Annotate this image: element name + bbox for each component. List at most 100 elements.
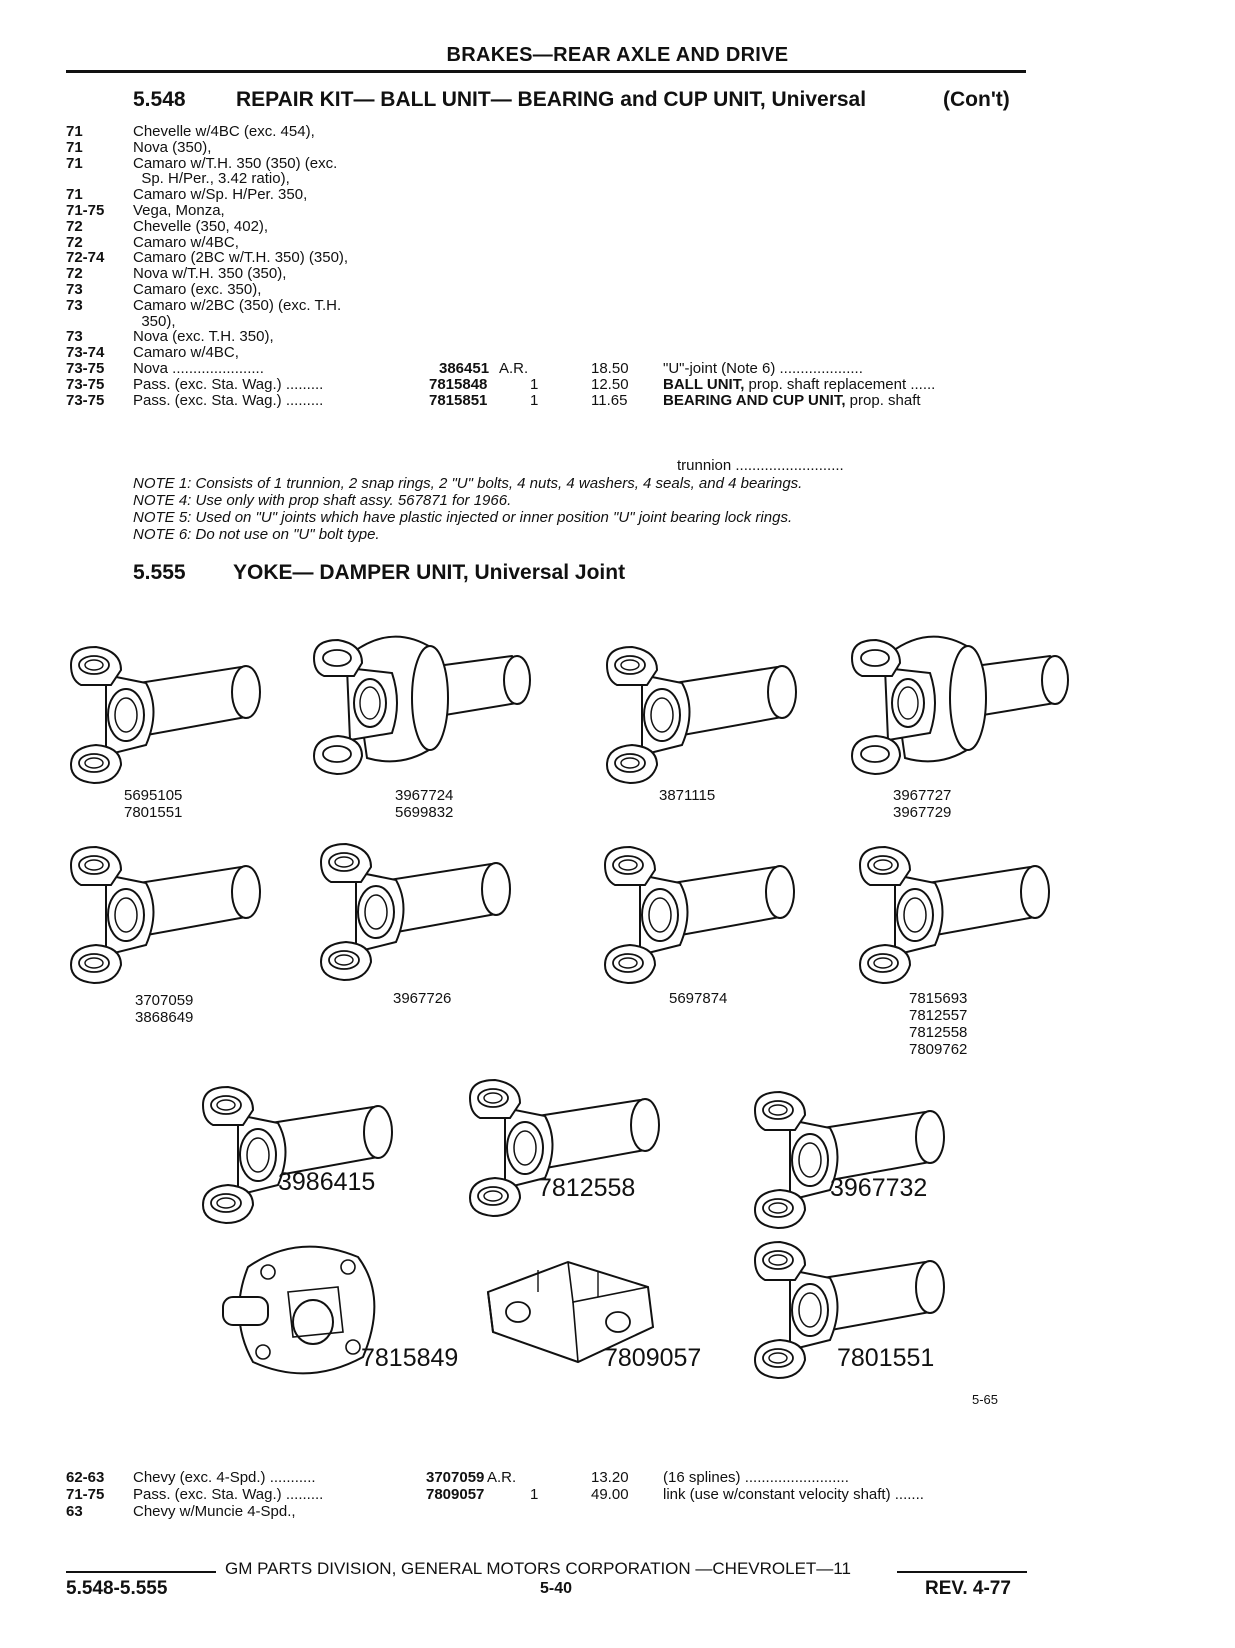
model-year: 73-75 — [66, 360, 105, 377]
yoke-5695105-drawing — [70, 646, 261, 784]
item-description: (16 splines) ......................... — [663, 1469, 849, 1486]
application-desc: Chevelle w/4BC (exc. 454), — [133, 123, 315, 140]
label-7815693: 7815693 7812557 7812558 7809762 — [909, 990, 968, 1058]
application-desc: Chevelle (350, 402), — [133, 217, 269, 235]
footer-rule-right — [897, 1571, 1027, 1573]
item-name: BEARING AND CUP UNIT, — [663, 391, 846, 409]
section2-title: YOKE— DAMPER UNIT, Universal Joint — [233, 561, 626, 584]
model-year: 73-75 — [66, 375, 105, 393]
model-year: 62-63 — [66, 1469, 105, 1486]
part-number: 386451 — [439, 360, 490, 377]
yoke-3967732-drawing — [754, 1091, 945, 1229]
item-description: "U"-joint (Note 6) .................... — [663, 361, 863, 377]
footer-page-number: 5-40 — [540, 1580, 573, 1597]
application-desc: Nova w/T.H. 350 (350), — [133, 265, 287, 283]
item-text-post: prop. shaft replacement ...... — [744, 375, 936, 393]
model-year: 73-75 — [66, 391, 105, 409]
application-desc: Nova (exc. T.H. 350), — [133, 328, 274, 346]
yoke-3707059-drawing — [70, 846, 261, 984]
quantity: A.R. — [499, 360, 529, 377]
trunnion-text: trunnion .......................... — [677, 457, 844, 474]
item-description: BALL UNIT, prop. shaft replacement .....… — [663, 375, 936, 393]
item-description: BEARING AND CUP UNIT, prop. shaft — [663, 391, 921, 409]
model-year: 73 — [66, 296, 83, 314]
label-7812558: 7812558 — [538, 1174, 636, 1202]
label-7809057: 7809057 — [604, 1344, 702, 1372]
part-number: 7815848 — [429, 375, 488, 393]
label-3967732: 3967732 — [830, 1174, 928, 1202]
damper-3967727-drawing — [851, 635, 1069, 775]
application-desc: 350), — [133, 312, 176, 330]
label-5695105: 5695105 7801551 — [124, 787, 183, 821]
application-desc: Camaro w/2BC (350) (exc. T.H. — [133, 296, 342, 314]
model-year: 71-75 — [66, 1486, 105, 1503]
footer-rule-left — [66, 1571, 216, 1573]
price: 18.50 — [591, 360, 629, 377]
application-desc: Vega, Monza, — [133, 202, 225, 219]
label-3871115: 3871115 — [659, 787, 716, 804]
footer-center-text: GM PARTS DIVISION, GENERAL MOTORS CORPOR… — [225, 1559, 851, 1578]
yoke-3871115-drawing — [606, 646, 797, 784]
model-year: 71 — [66, 186, 83, 204]
note-6: NOTE 6: Do not use on "U" bolt type. — [133, 526, 380, 543]
application-desc: Camaro w/4BC, — [133, 233, 239, 251]
yoke-7815693-drawing — [859, 846, 1050, 984]
model-year: 73-74 — [66, 344, 105, 362]
header-rule — [66, 70, 1026, 73]
application-desc: Pass. (exc. Sta. Wag.) ......... — [133, 391, 324, 409]
section2-number: 5.555 — [133, 561, 186, 584]
price: 11.65 — [591, 391, 628, 409]
quantity: 1 — [530, 391, 539, 409]
model-year: 73 — [66, 328, 83, 346]
note-5: NOTE 5: Used on "U" joints which have pl… — [133, 509, 793, 526]
application-desc: Sp. H/Per., 3.42 ratio), — [133, 170, 290, 188]
model-year: 71 — [66, 123, 83, 140]
model-year: 73 — [66, 281, 83, 298]
application-desc: Camaro (exc. 350), — [133, 281, 262, 298]
label-7815849: 7815849 — [361, 1344, 459, 1372]
quantity: A.R. — [487, 1469, 517, 1486]
label-3986415: 3986415 — [278, 1168, 376, 1196]
label-3967727: 3967727 3967729 — [893, 787, 952, 821]
label-3967726: 3967726 — [393, 990, 452, 1007]
footer-section-range: 5.548-5.555 — [66, 1578, 168, 1599]
quantity: 1 — [530, 375, 539, 393]
yoke-3967726-drawing — [320, 843, 511, 981]
price: 49.00 — [591, 1486, 629, 1503]
section-title: REPAIR KIT— BALL UNIT— BEARING and CUP U… — [236, 88, 867, 111]
notes-block: NOTE 1: Consists of 1 trunnion, 2 snap r… — [133, 475, 802, 543]
application-desc: Chevy w/Muncie 4-Spd., — [133, 1503, 296, 1520]
section-continued: (Con't) — [943, 88, 1010, 111]
note-4: NOTE 4: Use only with prop shaft assy. 5… — [133, 492, 512, 509]
damper-3967724-drawing — [313, 635, 531, 775]
price: 12.50 — [591, 375, 629, 393]
application-desc: Camaro w/T.H. 350 (350) (exc. — [133, 154, 338, 172]
application-desc: Nova (350), — [133, 138, 212, 156]
price: 13.20 — [591, 1469, 629, 1486]
note-1: NOTE 1: Consists of 1 trunnion, 2 snap r… — [133, 475, 803, 492]
item-text-pre: "U"-joint (Note 6) .................... — [663, 360, 863, 377]
application-desc: Nova ...................... — [133, 360, 264, 377]
label-7801551: 7801551 — [837, 1344, 935, 1372]
yoke-7812558-drawing — [469, 1079, 660, 1217]
section-number: 5.548 — [133, 88, 186, 111]
application-desc: Chevy (exc. 4-Spd.) ........... — [133, 1469, 316, 1486]
label-3707059: 3707059 3868649 — [135, 992, 194, 1026]
model-year: 72 — [66, 265, 83, 283]
item-name: BALL UNIT, — [663, 375, 745, 393]
part-number: 7815851 — [429, 391, 488, 409]
application-desc: Pass. (exc. Sta. Wag.) ......... — [133, 375, 324, 393]
application-desc: Pass. (exc. Sta. Wag.) ......... — [133, 1486, 324, 1503]
application-desc: Camaro w/Sp. H/Per. 350, — [133, 186, 308, 204]
yoke-3986415-drawing — [202, 1086, 393, 1224]
model-year: 71 — [66, 154, 83, 172]
item-text-post: prop. shaft — [845, 391, 921, 409]
yoke-5697874-drawing — [604, 846, 795, 984]
model-year: 72 — [66, 217, 83, 235]
model-year: 72 — [66, 233, 83, 251]
model-year: 71-75 — [66, 202, 105, 219]
model-year: 71 — [66, 138, 83, 156]
footer-revision: REV. 4-77 — [925, 1578, 1011, 1599]
part-number: 3707059 — [426, 1469, 485, 1486]
label-5697874: 5697874 — [669, 990, 728, 1007]
